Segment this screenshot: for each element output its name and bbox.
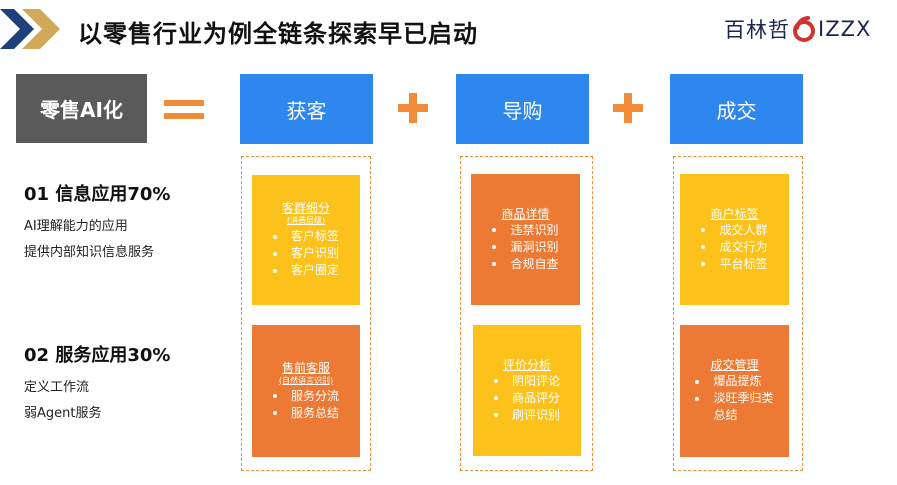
card-title: 客群细分 <box>281 201 330 215</box>
stage-header-guide: 导购 <box>456 74 589 144</box>
plus-icon <box>613 93 643 123</box>
card-subtitle: (消费层级) <box>286 216 326 225</box>
list-item: 成交人群 <box>701 222 768 239</box>
plus-icon <box>398 93 428 123</box>
list-item: 阴阳评论 <box>493 373 560 390</box>
stage-header-acquire: 获客 <box>240 74 373 144</box>
card-subtitle: (自然语言识别) <box>278 375 334 385</box>
list-item: 客户识别 <box>272 245 339 262</box>
list-item: 合规自查 <box>492 256 559 273</box>
list-item: 服务总结 <box>272 405 339 422</box>
card-title: 评价分析 <box>502 357 551 372</box>
card-title: 商品详情 <box>501 206 550 221</box>
list-item: 漏洞识别 <box>492 239 559 256</box>
card-merchant-tags: 商户标签 成交人群 成交行为 平台标签 <box>680 174 789 305</box>
chevron-logo-icon <box>0 9 60 49</box>
brand-logo: 百林哲 IZZX <box>724 14 871 44</box>
section-heading-info: 01 信息应用70% <box>24 184 171 205</box>
page-title: 以零售行业为例全链条探索早已启动 <box>78 20 478 48</box>
list-item: 成交行为 <box>701 239 768 256</box>
brand-badge-icon <box>793 16 815 42</box>
section-line: 定义工作流 <box>24 380 90 395</box>
list-item: 总结 <box>713 408 738 422</box>
section-heading-service: 02 服务应用30% <box>24 345 171 366</box>
section-line: 弱Agent服务 <box>24 406 102 421</box>
list-item: 违禁识别 <box>492 222 559 239</box>
list-item: 刷评识别 <box>493 407 560 424</box>
equals-icon <box>164 100 204 126</box>
card-title: 商户标签 <box>710 206 759 221</box>
stage-header-deal: 成交 <box>670 74 803 144</box>
card-deal-management: 成交管理 爆品提炼 淡旺季归类 总结 <box>680 325 789 457</box>
list-item: 爆品提炼 <box>695 373 773 390</box>
retail-ai-box: 零售AI化 <box>16 74 147 143</box>
dashed-column-deal <box>673 156 803 471</box>
brand-chinese-name: 百林哲 <box>724 18 790 42</box>
list-item: 客户标签 <box>272 228 339 245</box>
section-line: AI理解能力的应用 <box>24 219 128 234</box>
card-presales-service: 售前客服 (自然语言识别) 服务分流 服务总结 <box>252 325 360 457</box>
brand-english-name: IZZX <box>818 17 872 41</box>
list-item: 客户圈定 <box>272 262 339 279</box>
card-review-analysis: 评价分析 阴阳评论 商品评分 刷评识别 <box>473 325 581 456</box>
card-customer-segmentation: 客群细分 (消费层级) 客户标签 客户识别 客户圈定 <box>252 175 360 305</box>
dashed-column-guide <box>460 156 593 471</box>
list-item: 服务分流 <box>272 388 339 405</box>
card-title: 成交管理 <box>710 358 759 372</box>
card-product-details: 商品详情 违禁识别 漏洞识别 合规自查 <box>471 174 580 305</box>
dashed-column-acquire <box>241 156 371 471</box>
list-item: 淡旺季归类 <box>695 390 774 407</box>
list-item: 商品评分 <box>493 390 560 407</box>
section-line: 提供内部知识信息服务 <box>24 245 155 260</box>
card-title: 售前客服 <box>281 360 330 375</box>
list-item: 平台标签 <box>701 256 768 273</box>
